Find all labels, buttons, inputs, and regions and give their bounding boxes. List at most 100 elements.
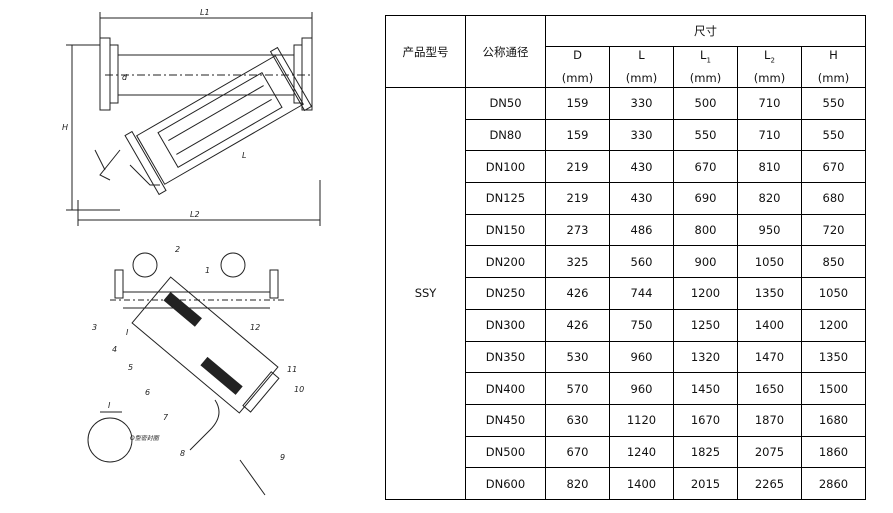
table-cell: 219 — [545, 182, 610, 215]
table-cell: 1400 — [609, 467, 674, 500]
part-4: 4 — [112, 345, 117, 354]
table-cell: 710 — [737, 87, 802, 120]
table-cell: 690 — [673, 182, 738, 215]
h-label: H — [62, 123, 68, 132]
part-7: 7 — [163, 413, 169, 422]
part-2: 2 — [175, 245, 180, 254]
table-cell: 710 — [737, 118, 802, 152]
table-cell: DN125 — [465, 182, 546, 215]
table-cell: 1250 — [673, 308, 738, 342]
table-cell: 1450 — [673, 372, 738, 405]
column-header: L (mm) — [609, 46, 674, 88]
part-1: 1 — [205, 266, 210, 275]
table-cell: DN150 — [465, 213, 546, 247]
part-9: 9 — [280, 453, 285, 462]
table-cell: 1470 — [737, 340, 802, 374]
table-cell: 273 — [545, 213, 610, 247]
table-cell: 1200 — [673, 277, 738, 310]
table-cell: 1680 — [801, 403, 866, 437]
table-cell: 159 — [545, 87, 610, 120]
table-cell: 426 — [545, 277, 610, 310]
table-cell: 550 — [801, 87, 866, 120]
table-cell: 900 — [673, 245, 738, 279]
column-unit: (mm) — [753, 70, 786, 85]
table-cell: DN400 — [465, 372, 546, 405]
table-cell: 430 — [609, 182, 674, 215]
column-unit: (mm) — [561, 70, 594, 85]
table-cell: 1050 — [737, 245, 802, 279]
column-unit: (mm) — [625, 70, 658, 85]
part-11: 11 — [287, 365, 297, 374]
filter-technical-drawings: L1 H L2 d L 1 2 3 4 5 6 — [62, 8, 321, 496]
column-name: H — [829, 48, 838, 63]
table-cell: 670 — [673, 150, 738, 184]
table-cell: DN200 — [465, 245, 546, 279]
table-cell: 550 — [801, 118, 866, 152]
column-unit: (mm) — [817, 70, 850, 85]
table-cell: 1500 — [801, 372, 866, 405]
header-model: 产品型号 — [385, 15, 466, 88]
table-cell: 670 — [801, 150, 866, 184]
column-header: L2(mm) — [737, 46, 802, 88]
table-cell: 1350 — [801, 340, 866, 374]
header-size: 尺寸 — [545, 15, 866, 47]
table-cell: 810 — [737, 150, 802, 184]
table-cell: 570 — [545, 372, 610, 405]
table-cell: DN450 — [465, 403, 546, 437]
column-name: L — [700, 48, 707, 63]
table-cell: 219 — [545, 150, 610, 184]
table-cell: 1670 — [673, 403, 738, 437]
part-5: 5 — [128, 363, 133, 372]
part-8: 8 — [180, 449, 185, 458]
l-label: L — [242, 151, 246, 160]
detail-title: I — [108, 401, 111, 410]
column-header: L1 (mm) — [673, 46, 738, 88]
table-cell: 1050 — [801, 277, 866, 310]
table-cell: 1825 — [673, 435, 738, 469]
d-label: d — [122, 73, 128, 82]
header-nominal: 公称通径 — [465, 15, 546, 88]
table-cell: 630 — [545, 403, 610, 437]
part-number-labels: 1 2 3 4 5 6 7 8 9 10 11 12 I I O型密封圈 — [92, 245, 304, 462]
table-cell: 960 — [609, 340, 674, 374]
section-mark: I — [126, 328, 129, 337]
dimension-drawing: L1 H L2 d L — [62, 8, 321, 226]
table-cell: 1350 — [737, 277, 802, 310]
table-cell: 530 — [545, 340, 610, 374]
table-cell: 2015 — [673, 467, 738, 500]
table-cell: 2265 — [737, 467, 802, 500]
table-cell: 1400 — [737, 308, 802, 342]
part-6: 6 — [145, 388, 150, 397]
table-cell: 1320 — [673, 340, 738, 374]
table-cell: 960 — [609, 372, 674, 405]
column-subscript: 1 — [706, 56, 711, 65]
part-3: 3 — [92, 323, 97, 332]
table-cell: DN80 — [465, 118, 546, 152]
table-cell: 744 — [609, 277, 674, 310]
table-cell: 560 — [609, 245, 674, 279]
table-cell: 325 — [545, 245, 610, 279]
table-cell: DN250 — [465, 277, 546, 310]
table-cell: 2075 — [737, 435, 802, 469]
column-unit: (mm) — [689, 70, 722, 85]
table-cell: 330 — [609, 118, 674, 152]
table-cell: 1200 — [801, 308, 866, 342]
model-cell: SSY — [385, 87, 466, 500]
table-cell: 820 — [737, 182, 802, 215]
column-subscript: 2 — [770, 56, 775, 65]
table-cell: 850 — [801, 245, 866, 279]
table-cell: 800 — [673, 213, 738, 247]
column-name: L — [638, 48, 645, 63]
table-cell: 426 — [545, 308, 610, 342]
table-cell: DN600 — [465, 467, 546, 500]
